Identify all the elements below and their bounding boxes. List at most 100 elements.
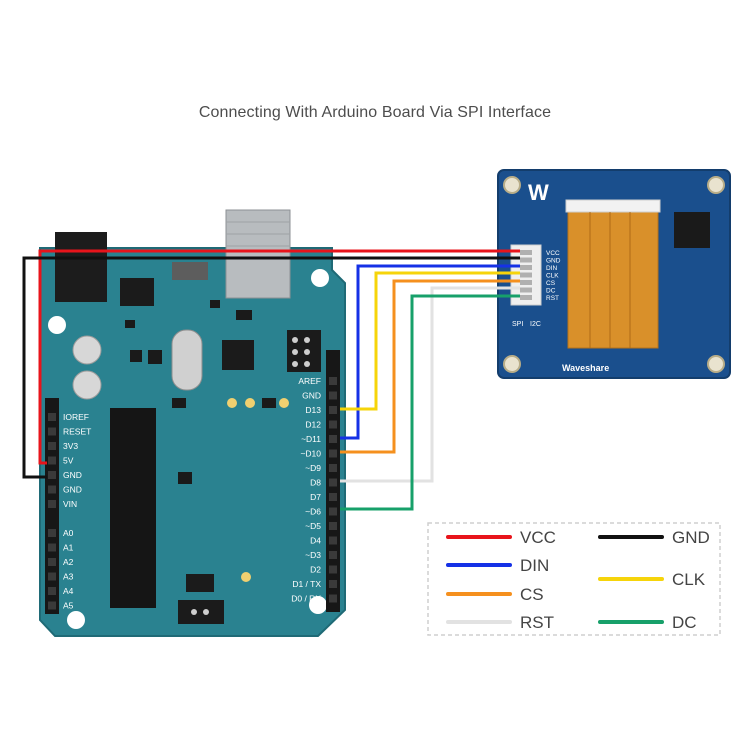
mount-hole xyxy=(309,596,327,614)
power-pin-label: GND xyxy=(63,485,82,495)
header-pin xyxy=(329,536,337,545)
usb-connector xyxy=(225,209,291,299)
digital-pin-label: D4 xyxy=(310,536,321,546)
power-pin-label: GND xyxy=(63,470,82,480)
header-pin xyxy=(48,471,56,479)
usb-chip xyxy=(222,340,254,370)
module-hole xyxy=(503,176,521,194)
header-pin xyxy=(329,565,337,574)
mount-hole xyxy=(48,316,66,334)
module-header-pin xyxy=(520,287,532,293)
module-hole xyxy=(503,355,521,373)
digital-pin-label: D7 xyxy=(310,492,321,502)
header-pin xyxy=(329,594,337,603)
module-brand-label: Waveshare xyxy=(562,363,609,373)
module-pin-label: VCC xyxy=(546,250,560,257)
digital-pin-label: D0 / RX xyxy=(291,594,321,604)
digital-pin-label: AREF xyxy=(298,376,321,386)
legend-label-clk: CLK xyxy=(672,570,706,589)
header-pin xyxy=(48,572,56,581)
atmega-chip xyxy=(110,408,156,608)
module-hole xyxy=(707,355,725,373)
digital-pin-label: D2 xyxy=(310,565,321,575)
header-pin xyxy=(329,551,337,559)
digital-pin-label: ~D9 xyxy=(305,463,321,473)
small-chip xyxy=(186,574,214,592)
header-pin xyxy=(329,391,337,400)
flex-ribbon xyxy=(567,207,659,349)
header-pin xyxy=(329,507,337,516)
digital-pin-label: D8 xyxy=(310,478,321,488)
header-pin xyxy=(48,485,56,494)
digital-pin-label: D1 / TX xyxy=(292,579,321,589)
crystal xyxy=(171,329,203,391)
header-pin xyxy=(48,413,56,421)
mount-hole xyxy=(67,611,85,629)
wires xyxy=(22,249,520,511)
diagram-title: Connecting With Arduino Board Via SPI In… xyxy=(198,104,552,121)
module-pin-label: GND xyxy=(546,258,561,265)
driver-chip xyxy=(674,212,710,248)
header-pin xyxy=(48,529,56,537)
header-pin xyxy=(329,493,337,501)
power-pin-label: RESET xyxy=(63,427,91,437)
header-pin xyxy=(329,406,337,414)
legend-label-gnd: GND xyxy=(672,528,710,547)
spi-label: SPI xyxy=(512,321,523,328)
capacitor xyxy=(72,370,102,400)
header-pin xyxy=(329,420,337,429)
module-pin-label: DC xyxy=(546,288,556,295)
digital-pin-label: ~D6 xyxy=(305,507,321,517)
digital-pin-label: ~D5 xyxy=(305,521,321,531)
digital-pin-label: GND xyxy=(302,391,321,401)
header-pin xyxy=(48,543,56,552)
clk-wire xyxy=(340,271,520,411)
power-pin-label: 3V3 xyxy=(63,441,78,451)
header-pin xyxy=(48,500,56,508)
header-pin xyxy=(48,601,56,610)
header-pin xyxy=(48,587,56,595)
module-header-pin xyxy=(520,295,532,300)
reset-button xyxy=(172,262,208,280)
cs-wire xyxy=(340,279,520,454)
header-pin xyxy=(329,580,337,588)
vcc-wire xyxy=(38,249,520,465)
mount-hole xyxy=(311,269,329,287)
icsp-header xyxy=(178,600,224,624)
header-pin xyxy=(329,464,337,472)
power-pin-label: VIN xyxy=(63,499,77,509)
digital-pin-label: ~D11 xyxy=(301,434,321,444)
header-pin xyxy=(48,456,56,465)
module-header-pin xyxy=(520,272,532,278)
gnd-wire xyxy=(22,256,520,479)
module-header-pin xyxy=(520,250,532,255)
analog-pin-label: A2 xyxy=(63,557,74,567)
power-jack xyxy=(55,232,107,302)
capacitor xyxy=(72,335,102,365)
legend-label-dc: DC xyxy=(672,613,697,632)
analog-pin-label: A1 xyxy=(63,543,74,553)
fpc-connector xyxy=(565,199,661,213)
header-pin xyxy=(329,435,337,443)
module-header-pin xyxy=(520,257,532,263)
module-pin-label: CLK xyxy=(546,273,559,280)
analog-pin-label: A0 xyxy=(63,528,74,538)
i2c-label: I2C xyxy=(530,321,541,328)
header-pin xyxy=(329,377,337,385)
power-pin-label: 5V xyxy=(63,456,74,466)
header-pin xyxy=(48,558,56,566)
header-pin xyxy=(329,522,337,530)
module-header-pin xyxy=(520,280,532,285)
icsp-header-top xyxy=(287,330,321,372)
legend-label-vcc: VCC xyxy=(520,528,556,547)
module-pin-label: CS xyxy=(546,280,556,287)
header-pin xyxy=(329,449,337,458)
analog-pin-label: A4 xyxy=(63,586,74,596)
legend-label-cs: CS xyxy=(520,585,544,604)
digital-pin-label: ~D3 xyxy=(305,550,321,560)
din-wire xyxy=(340,264,520,440)
module-hole xyxy=(707,176,725,194)
